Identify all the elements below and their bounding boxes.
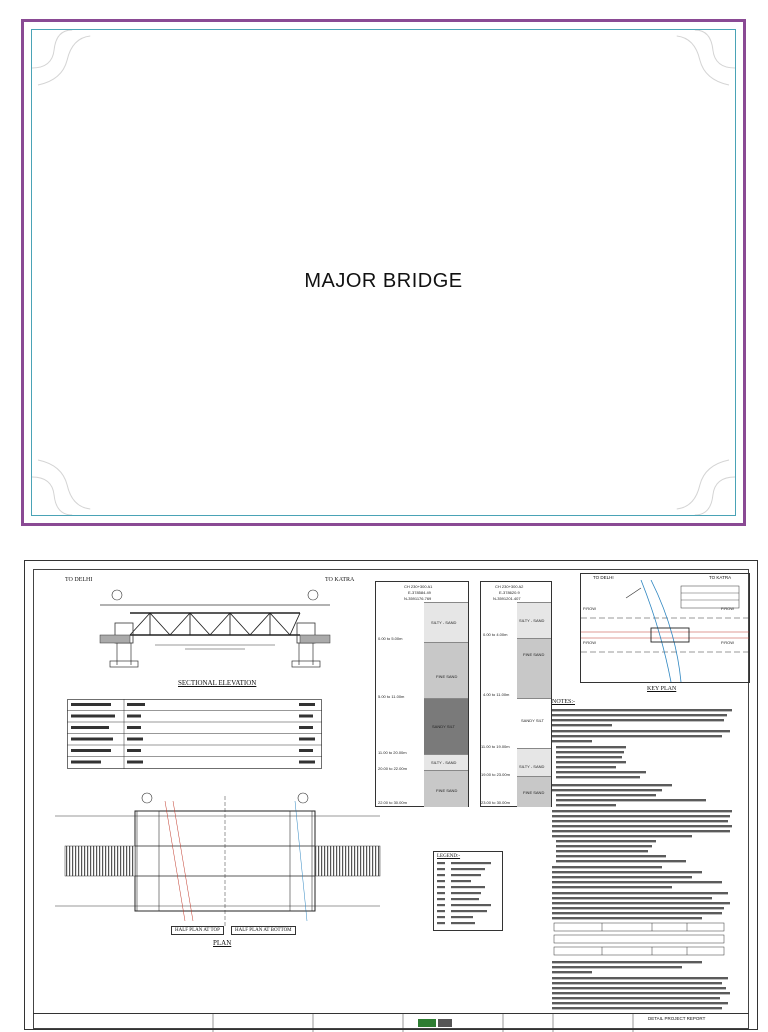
bore2-layer-2 xyxy=(517,638,551,699)
bore2-layer-5 xyxy=(517,776,551,807)
key-plan-map xyxy=(581,580,749,682)
key-plan-frame: TO DELHI TO KATRA P.ROW P.ROW P.ROW P.RO… xyxy=(580,573,750,683)
bore2-layer-4 xyxy=(517,748,551,777)
notes-heading: NOTES:- xyxy=(552,699,575,705)
cover-frame: MAJOR BRIDGE xyxy=(21,19,746,526)
cover-corner-ornaments xyxy=(32,30,735,515)
legend-box: LEGEND:- xyxy=(433,851,503,931)
cover-inner-border: MAJOR BRIDGE xyxy=(31,29,736,516)
key-to-katra: TO KATRA xyxy=(709,575,732,580)
sectional-elevation-drawing xyxy=(99,589,331,668)
bore1-layer-5 xyxy=(424,770,468,807)
bore2-header-1: CH 230+300 A2 xyxy=(495,584,524,589)
bore2-layer-1 xyxy=(517,602,551,639)
drawing-sheet: TO DELHI TO KATRA SECTIONAL ELEVATION xyxy=(24,560,758,1032)
bore2-layer-5-label: FINE SAND xyxy=(523,790,545,795)
title-block-project: DETAIL PROJECT REPORT xyxy=(648,1016,706,1021)
cover-title: MAJOR BRIDGE xyxy=(304,270,463,292)
bore1-header-3: N-3591176.769 xyxy=(404,596,432,601)
bore2-layer-3 xyxy=(517,698,551,749)
bore2-depth-5: 23.00 to 30.00m xyxy=(481,800,510,805)
title-block: DETAIL PROJECT REPORT xyxy=(33,1013,749,1032)
key-prow-3: P.ROW xyxy=(583,640,597,645)
to-delhi-label: TO DELHI xyxy=(65,577,93,583)
to-katra-label: TO KATRA xyxy=(325,577,355,583)
notes-text-block xyxy=(552,709,732,1010)
bore1-depth-2: 5.00 to 11.00m xyxy=(378,694,405,699)
bore1-depth-4: 20.00 to 22.00m xyxy=(378,766,407,771)
bore1-layer-3-label: SANDY SILT xyxy=(432,724,455,729)
borehole-log-2: CH 230+300 A2 E-378620.9 N-3591201.407 S… xyxy=(480,581,552,807)
bore1-header-1: CH 230+300 A1 xyxy=(404,584,433,589)
plan-title: PLAN xyxy=(213,939,232,947)
bore2-header-2: E-378620.9 xyxy=(499,590,520,595)
bore2-layer-3-label: SANDY SILT xyxy=(521,718,544,723)
bore1-layer-2-label: FINE SAND xyxy=(436,674,458,679)
key-prow-1: P.ROW xyxy=(583,606,597,611)
bore2-depth-1: 0.00 to 4.00m xyxy=(483,632,508,637)
bore2-layer-1-label: SILTY - SAND xyxy=(519,618,545,623)
bore2-depth-3: 11.00 to 19.00m xyxy=(481,744,510,749)
legend-heading: LEGEND:- xyxy=(437,854,461,859)
legend-entries xyxy=(437,862,491,925)
key-prow-4: P.ROW xyxy=(721,640,735,645)
bore1-depth-3: 11.00 to 20.00m xyxy=(378,750,407,755)
half-plan-top-label: HALF PLAN AT TOP xyxy=(171,926,224,935)
bore1-depth-5: 22.00 to 30.00m xyxy=(378,800,407,805)
bore2-depth-2: 4.00 to 11.00m xyxy=(483,692,510,697)
bore1-layer-1 xyxy=(424,602,468,643)
bore1-header-2: E-378584.49 xyxy=(408,590,431,595)
level-table xyxy=(67,699,322,769)
key-prow-2: P.ROW xyxy=(721,606,735,611)
title-block-grid xyxy=(212,1014,634,1032)
bore1-layer-4 xyxy=(424,754,468,771)
bore1-layer-2 xyxy=(424,642,468,699)
bore1-layer-1-label: SILTY - SAND xyxy=(431,620,457,625)
bore1-depth-1: 0.00 to 5.00m xyxy=(378,636,403,641)
bore2-layer-4-label: SILTY - SAND xyxy=(519,764,545,769)
bore2-layer-2-label: FINE SAND xyxy=(523,652,545,657)
borehole-log-1: CH 230+300 A1 E-378584.49 N-3591176.769 … xyxy=(375,581,469,807)
bridge-plan-drawing xyxy=(55,792,381,926)
key-to-delhi: TO DELHI xyxy=(593,575,614,580)
half-plan-bottom-label: HALF PLAN AT BOTTOM xyxy=(231,926,296,935)
bore1-layer-3 xyxy=(424,698,468,755)
bore1-layer-5-label: FINE SAND xyxy=(436,788,458,793)
bore1-layer-4-label: SILTY - SAND xyxy=(431,760,457,765)
sectional-elevation-title: SECTIONAL ELEVATION xyxy=(178,679,257,687)
key-plan-title: KEY PLAN xyxy=(647,686,677,692)
bore2-depth-4: 19.00 to 23.00m xyxy=(481,772,510,777)
bore2-header-3: N-3591201.407 xyxy=(493,596,521,601)
